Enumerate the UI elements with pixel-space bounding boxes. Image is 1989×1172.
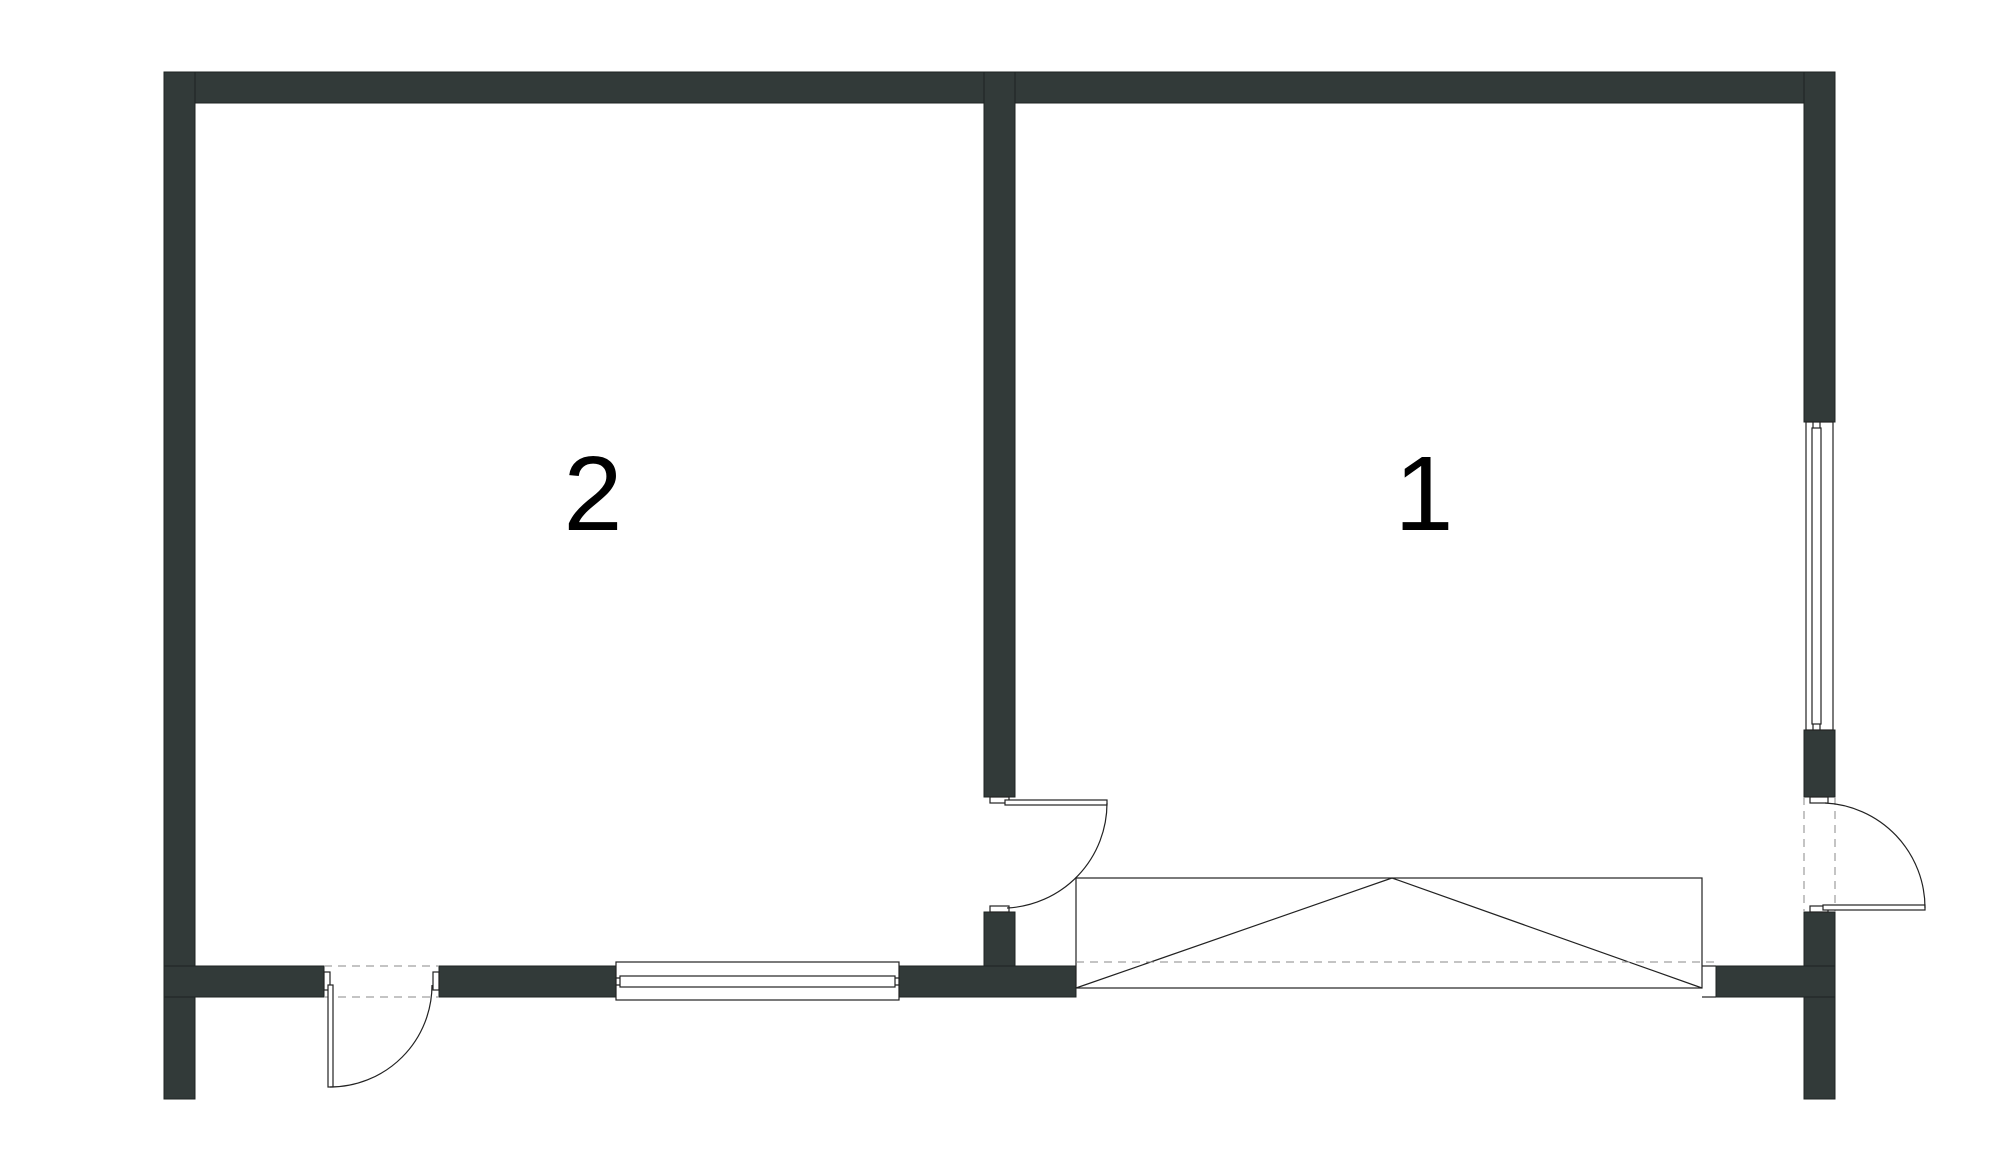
bottom-wall-segment-1 [163,965,325,998]
interior-door [989,796,1108,913]
right-wall-lower [1803,911,1836,1100]
walls [163,71,1836,1100]
window-bottom [615,961,900,1001]
interior-wall-stub [983,911,1016,969]
bottom-wall-segment-3 [898,965,1077,998]
window-right [1805,421,1834,731]
folding-door [1075,877,1716,998]
interior-wall [983,71,1016,798]
exterior-door-right [1803,796,1926,913]
room-label-1: 1 [1395,435,1454,553]
bottom-wall-segment-4 [1715,965,1836,998]
bottom-wall-segment-2 [438,965,617,998]
right-wall-upper [1803,71,1836,423]
right-wall-pier [1803,729,1836,798]
entrance-door-left [323,965,440,1088]
room-label-2: 2 [564,435,623,553]
left-wall [163,71,196,1100]
